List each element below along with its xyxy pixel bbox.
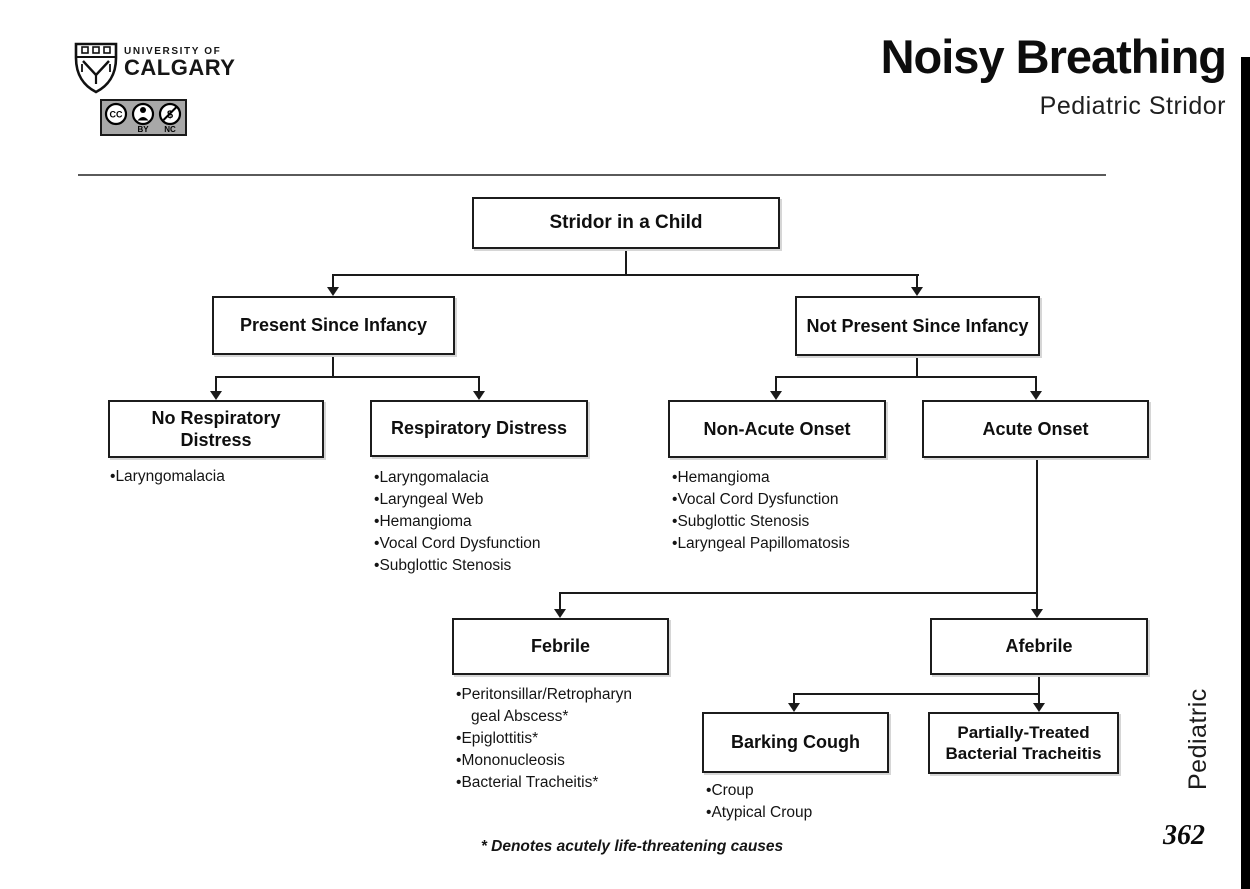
- list-respiratory-distress: Laryngomalacia Laryngeal Web Hemangioma …: [374, 467, 604, 577]
- arrow-into-present: [327, 287, 339, 296]
- header-divider: [78, 174, 1106, 176]
- connector-afebrile-out: [1038, 675, 1040, 695]
- arrow-into-afebrile: [1031, 609, 1043, 618]
- list-item: Peritonsillar/Retropharyn geal Abscess*: [456, 684, 668, 728]
- connector-febrile-drop: [559, 592, 561, 610]
- university-logo-text: UNIVERSITY OF CALGARY: [124, 42, 235, 79]
- list-item: Vocal Cord Dysfunction: [374, 533, 604, 555]
- connector-partially-drop: [1038, 693, 1040, 704]
- list-item: Bacterial Tracheitis*: [456, 772, 668, 794]
- connector-afebrile-drop: [1036, 592, 1038, 610]
- section-label-pediatric: Pediatric: [1184, 688, 1212, 790]
- connector-right-branch: [776, 376, 1037, 378]
- list-item: Croup: [706, 780, 906, 802]
- connector-nonacute-drop: [775, 376, 777, 391]
- list-item: Hemangioma: [374, 511, 604, 533]
- connector-notpresent-drop: [916, 274, 918, 288]
- arrow-into-barking: [788, 703, 800, 712]
- node-present-since-infancy: Present Since Infancy: [212, 296, 455, 355]
- title-block: Noisy Breathing Pediatric Stridor: [626, 30, 1227, 121]
- list-no-respiratory-distress: Laryngomalacia: [110, 466, 320, 488]
- connector-present-out: [332, 355, 334, 378]
- list-item: Laryngomalacia: [110, 466, 320, 488]
- node-respiratory-distress: Respiratory Distress: [370, 400, 588, 457]
- node-no-respiratory-distress: No Respiratory Distress: [108, 400, 324, 458]
- connector-root-drop: [625, 249, 627, 275]
- list-item: Vocal Cord Dysfunction: [672, 489, 932, 511]
- node-partially-treated-bacterial-tracheitis: Partially-Treated Bacterial Tracheitis: [928, 712, 1119, 774]
- university-name-bottom: CALGARY: [124, 55, 236, 80]
- list-febrile: Peritonsillar/Retropharyn geal Abscess* …: [456, 684, 668, 794]
- list-item: Laryngeal Papillomatosis: [672, 533, 932, 555]
- connector-noresp-drop: [215, 376, 217, 391]
- arrow-into-acute: [1030, 391, 1042, 400]
- list-item: Hemangioma: [672, 467, 932, 489]
- arrow-into-nonacute: [770, 391, 782, 400]
- list-item: Laryngomalacia: [374, 467, 604, 489]
- list-item: Subglottic Stenosis: [374, 555, 604, 577]
- page-number: 362: [1163, 820, 1205, 851]
- connector-acute-out: [1036, 458, 1038, 594]
- node-barking-cough: Barking Cough: [702, 712, 889, 773]
- arrow-into-noresp: [210, 391, 222, 400]
- creative-commons-icons: CC $ BY NC: [104, 102, 182, 134]
- connector-level2-branch: [333, 274, 919, 276]
- university-name-top: UNIVERSITY OF: [124, 46, 222, 57]
- connector-notpresent-out: [916, 356, 918, 378]
- node-afebrile: Afebrile: [930, 618, 1148, 675]
- svg-text:CC: CC: [110, 110, 123, 120]
- page-title: Noisy Breathing: [880, 30, 1227, 83]
- arrow-into-resp: [473, 391, 485, 400]
- page-subtitle: Pediatric Stridor: [1039, 92, 1226, 121]
- node-non-acute-onset: Non-Acute Onset: [668, 400, 886, 458]
- connector-acute-drop: [1035, 376, 1037, 391]
- list-item: Laryngeal Web: [374, 489, 604, 511]
- connector-left-branch: [216, 376, 480, 378]
- list-item: Subglottic Stenosis: [672, 511, 932, 533]
- connector-present-drop: [332, 274, 334, 288]
- arrow-into-febrile: [554, 609, 566, 618]
- cc-nc-label: NC: [164, 125, 176, 134]
- creative-commons-badge: CC $ BY NC: [100, 99, 187, 136]
- university-shield-icon: [74, 42, 118, 94]
- arrow-into-partially: [1033, 703, 1045, 712]
- cc-by-label: BY: [137, 125, 149, 134]
- footnote: * Denotes acutely life-threatening cause…: [480, 838, 784, 855]
- connector-cough-branch: [794, 693, 1040, 695]
- svg-text:$: $: [167, 109, 173, 121]
- node-not-present-since-infancy: Not Present Since Infancy: [795, 296, 1040, 356]
- list-barking-cough: Croup Atypical Croup: [706, 780, 906, 824]
- connector-resp-drop: [478, 376, 480, 391]
- connector-febrile-branch: [560, 592, 1038, 594]
- list-item: Epiglottitis*: [456, 728, 668, 750]
- node-stridor-in-a-child: Stridor in a Child: [472, 197, 780, 249]
- connector-barking-drop: [793, 693, 795, 704]
- university-logo: UNIVERSITY OF CALGARY: [74, 42, 235, 94]
- arrow-into-notpresent: [911, 287, 923, 296]
- list-item: Mononucleosis: [456, 750, 668, 772]
- node-febrile: Febrile: [452, 618, 669, 675]
- list-item: Atypical Croup: [706, 802, 906, 824]
- page-edge-bar: [1241, 57, 1250, 889]
- list-non-acute-onset: Hemangioma Vocal Cord Dysfunction Subglo…: [672, 467, 932, 555]
- node-acute-onset: Acute Onset: [922, 400, 1149, 458]
